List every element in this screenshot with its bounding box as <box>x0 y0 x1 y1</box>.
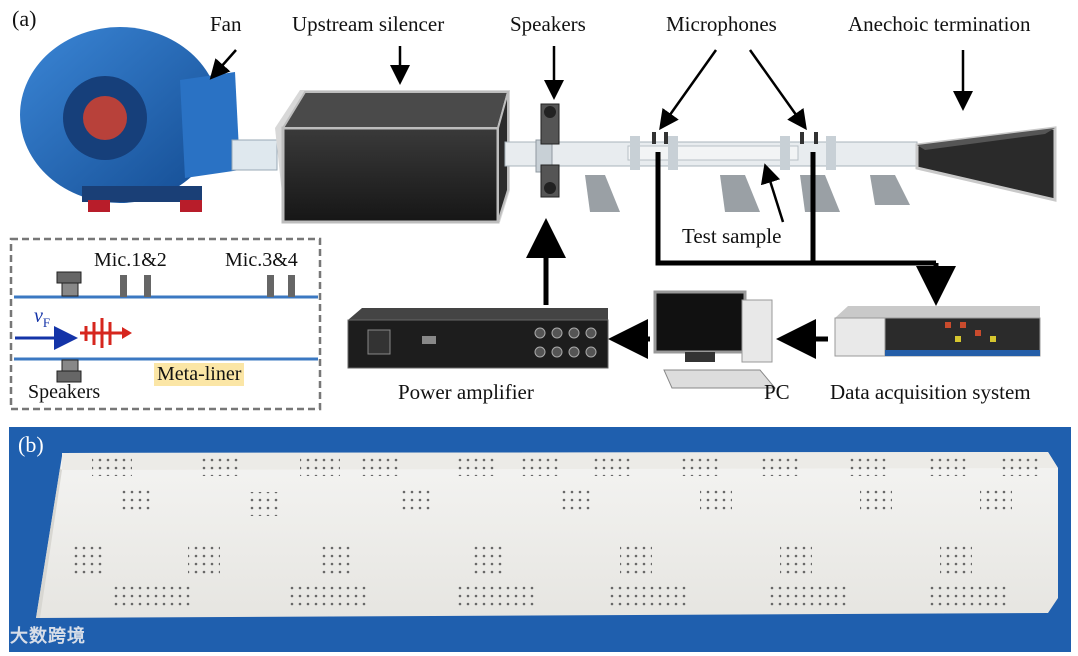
device-flow-arrows <box>526 218 828 359</box>
inset-mic34-label: Mic.3&4 <box>225 249 298 271</box>
data-acquisition-device <box>834 306 1041 357</box>
meta-liner-sample <box>36 452 1058 618</box>
inset-schematic <box>9 237 322 411</box>
anechoic-termination-label: Anechoic termination <box>848 12 1031 36</box>
inset-velocity-label: vF <box>34 305 51 330</box>
fan-illustration <box>20 27 278 212</box>
inset-mic12-label: Mic.1&2 <box>94 249 167 271</box>
label-arrows <box>209 46 973 223</box>
data-acquisition-label: Data acquisition system <box>830 380 1031 404</box>
upstream-silencer-box <box>275 90 510 224</box>
panel-b-tag: (b) <box>18 432 44 457</box>
upstream-silencer-label: Upstream silencer <box>292 12 445 36</box>
pc-label: PC <box>764 380 790 404</box>
speakers-label: Speakers <box>510 12 586 36</box>
duct-pipeline <box>504 132 918 212</box>
power-amplifier-device <box>347 308 609 369</box>
pc-computer <box>653 290 777 389</box>
anechoic-termination-horn <box>915 126 1057 202</box>
power-amplifier-label: Power amplifier <box>398 380 534 404</box>
signal-wires <box>655 152 956 306</box>
fan-label: Fan <box>210 12 242 36</box>
test-sample-label: Test sample <box>682 224 782 248</box>
panel-a-tag: (a) <box>12 6 37 31</box>
microphones-label: Microphones <box>666 12 777 36</box>
inset-speakers-label: Speakers <box>28 381 101 403</box>
inset-meta-liner-label: Meta-liner <box>154 363 245 386</box>
watermark-text: 大数跨境 <box>10 626 86 647</box>
speaker-units <box>540 103 560 198</box>
